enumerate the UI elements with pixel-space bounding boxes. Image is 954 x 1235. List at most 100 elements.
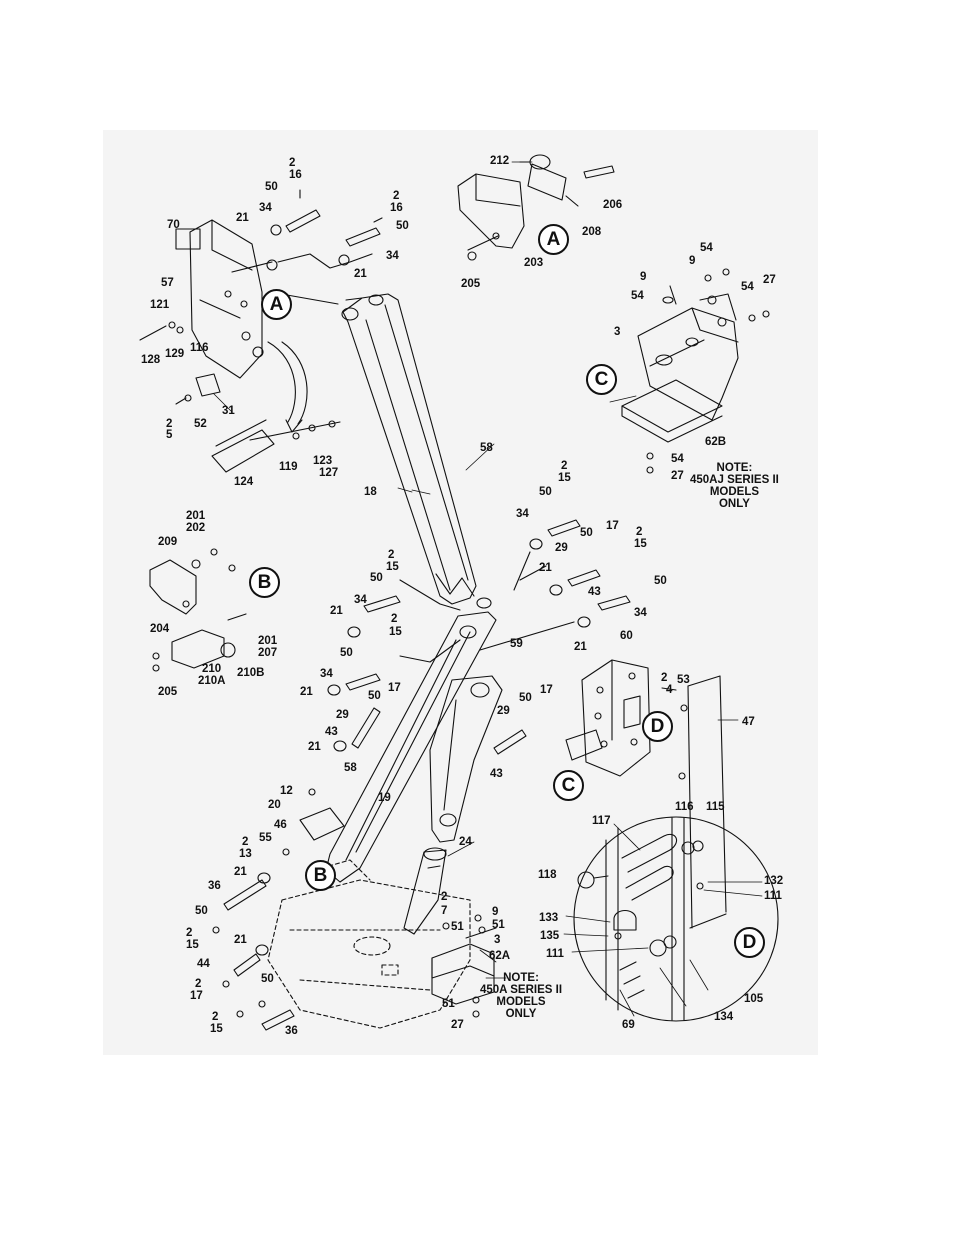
part-number-label: 24 xyxy=(459,836,472,848)
part-number-label: 210B xyxy=(237,667,265,679)
base-frame xyxy=(267,859,471,1029)
part-number-label: 201 xyxy=(258,635,278,647)
part-number-label: 3 xyxy=(494,934,501,946)
switch-housing-a xyxy=(457,154,615,261)
part-number-label: 50 xyxy=(340,647,353,659)
note-line: ONLY xyxy=(718,498,750,510)
part-number-label: 202 xyxy=(186,522,206,534)
part-number-label: 44 xyxy=(197,958,210,970)
part-number-label: 212 xyxy=(490,155,510,167)
part-number-label: 21 xyxy=(330,605,343,617)
part-number-label: 27 xyxy=(451,1019,464,1031)
part-number-label: 15 xyxy=(186,939,199,951)
part-number-label: 51 xyxy=(442,998,455,1010)
part-number-label: 18 xyxy=(364,486,377,498)
part-number-label: 69 xyxy=(622,1019,635,1031)
part-number-label: 7 xyxy=(441,905,448,917)
part-number-label: 62B xyxy=(705,436,727,448)
note-line: 450A SERIES II xyxy=(480,984,563,996)
part-number-label: 201 xyxy=(186,510,206,522)
part-number-label: 2 xyxy=(391,613,398,625)
part-number-label: 47 xyxy=(742,716,755,728)
detail-callout-b: B xyxy=(305,860,336,891)
part-number-label: 21 xyxy=(236,212,249,224)
part-number-label: 205 xyxy=(461,278,481,290)
part-number-label: 210A xyxy=(198,675,226,687)
part-number-label: 203 xyxy=(524,257,544,269)
part-number-label: 27 xyxy=(763,274,776,286)
part-number-label: 116 xyxy=(190,342,209,354)
part-number-label: 43 xyxy=(325,726,338,738)
part-number-label: 54 xyxy=(700,242,713,254)
part-number-label: 209 xyxy=(158,536,178,548)
part-number-label: 51 xyxy=(451,921,464,933)
bracket-c xyxy=(621,268,770,474)
part-number-label: 21 xyxy=(308,741,321,753)
part-number-label: 9 xyxy=(689,255,696,267)
part-number-label: 15 xyxy=(389,626,402,638)
part-number-label: 50 xyxy=(195,905,208,917)
part-number-label: 2 xyxy=(195,978,202,990)
part-number-label: 115 xyxy=(706,801,725,813)
part-number-label: 15 xyxy=(558,472,571,484)
part-number-label: 50 xyxy=(580,527,593,539)
part-number-label: 29 xyxy=(555,542,568,554)
part-number-label: 121 xyxy=(150,299,170,311)
part-number-label: 17 xyxy=(606,520,619,532)
part-number-label: 15 xyxy=(634,538,647,550)
detail-callout-b: B xyxy=(249,567,280,598)
limit-switch-plate-d xyxy=(565,659,727,929)
part-number-label: 135 xyxy=(540,930,560,942)
part-number-label: 34 xyxy=(386,250,399,262)
part-number-label: 36 xyxy=(285,1025,298,1037)
part-number-label: 21 xyxy=(234,934,247,946)
part-number-label: 2 xyxy=(166,418,173,430)
part-number-label: 36 xyxy=(208,880,221,892)
part-number-label: 16 xyxy=(390,202,403,214)
part-number-label: 15 xyxy=(210,1023,223,1035)
part-number-label: 50 xyxy=(370,572,383,584)
part-number-label: 34 xyxy=(320,668,333,680)
note-line: MODELS xyxy=(496,996,546,1008)
part-number-label: 54 xyxy=(671,453,684,465)
diagram-panel xyxy=(103,130,818,1055)
part-number-label: 54 xyxy=(631,290,644,302)
leader-lines xyxy=(213,161,763,1017)
part-number-label: 210 xyxy=(202,663,222,675)
pins-top-left xyxy=(231,189,383,305)
part-number-label: 50 xyxy=(519,692,532,704)
upper-boom xyxy=(341,293,477,605)
note-line: 450AJ SERIES II xyxy=(690,474,779,486)
part-number-label: 34 xyxy=(259,202,272,214)
mount-bracket-a xyxy=(139,219,341,473)
part-number-label: 70 xyxy=(167,219,180,231)
part-number-label: 116 xyxy=(675,801,694,813)
part-number-label: 2 xyxy=(661,672,668,684)
part-number-label: 34 xyxy=(354,594,367,606)
cylinder xyxy=(403,847,447,935)
part-number-label: 51 xyxy=(492,919,505,931)
part-number-label: 46 xyxy=(274,819,287,831)
part-number-label: 50 xyxy=(396,220,409,232)
part-number-label: 20 xyxy=(268,799,281,811)
part-number-label: 31 xyxy=(222,405,235,417)
detail-callout-a: A xyxy=(261,289,292,320)
part-number-label: 17 xyxy=(190,990,203,1002)
part-number-label: 2 xyxy=(393,190,400,202)
part-number-label: 17 xyxy=(388,682,401,694)
pins-lower-left xyxy=(212,788,345,1031)
part-number-label: 132 xyxy=(764,875,784,887)
part-number-label: 9 xyxy=(640,271,647,283)
part-number-label: 21 xyxy=(574,641,587,653)
part-number-label: 50 xyxy=(261,973,274,985)
part-number-label: 119 xyxy=(279,461,298,473)
part-number-label: 43 xyxy=(588,586,601,598)
part-number-label: 19 xyxy=(378,792,391,804)
note-line: ONLY xyxy=(505,1008,537,1020)
detail-callout-d: D xyxy=(642,711,673,742)
part-number-label: 58 xyxy=(480,442,493,454)
part-number-label: 2 xyxy=(441,891,448,903)
part-number-label: 17 xyxy=(540,684,553,696)
part-number-label: 129 xyxy=(165,348,185,360)
